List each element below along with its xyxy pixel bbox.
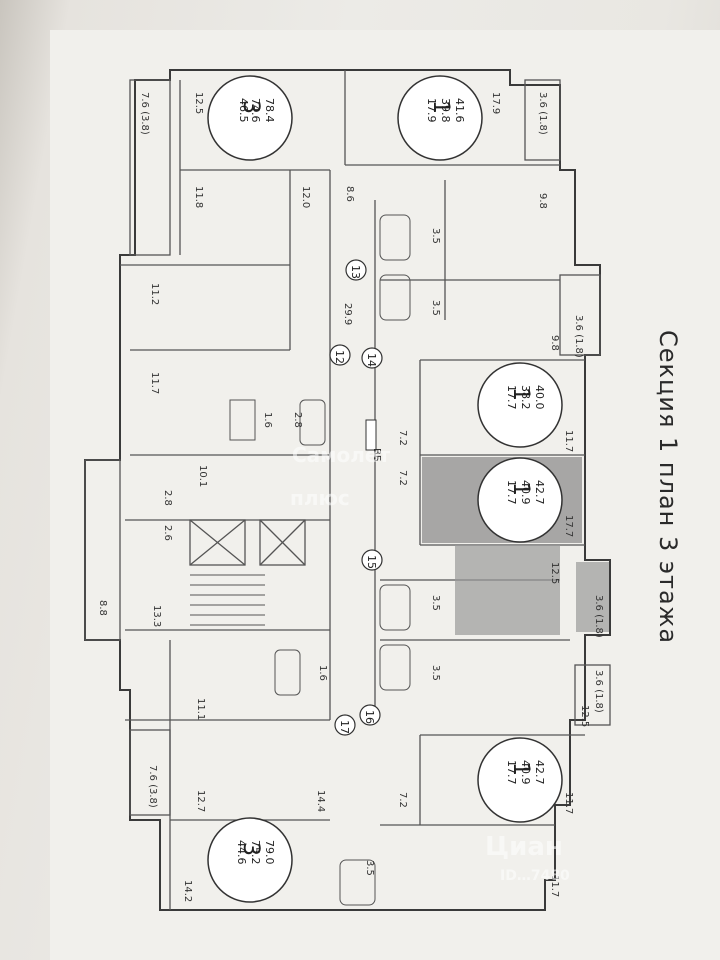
room-area: 3.5	[364, 860, 375, 876]
apartment-area-full: 40.0	[533, 385, 546, 410]
room-area: 11.7	[563, 792, 574, 814]
apartment-area-full: 41.6	[453, 98, 466, 123]
room-area: 13.3	[151, 605, 162, 627]
watermark-bottom: плюс	[290, 486, 350, 510]
room-area: 3.5	[430, 665, 441, 681]
apartment-rooms: 1	[508, 482, 533, 496]
highlighted-balcony	[576, 562, 609, 632]
apartment-area-full: 42.7	[533, 760, 546, 785]
room-area: 7.6 (3.8)	[139, 92, 150, 135]
room-area: 10.1	[197, 465, 208, 487]
apartment-rooms: 3	[238, 100, 263, 114]
door-number: 17	[338, 720, 351, 734]
room-area: 12.5	[579, 705, 590, 727]
apartment-area-full: 79.0	[263, 840, 276, 865]
apartment-area-full: 78.4	[263, 98, 276, 123]
apartment-total: 74.6	[249, 98, 262, 123]
apartment-living: 17.7	[505, 760, 518, 785]
room-area: 9.8	[537, 193, 548, 209]
room-area: 11.7	[549, 875, 560, 897]
room-area: 8.6	[344, 186, 355, 202]
inner-walls	[84, 70, 611, 910]
apartment-badge: 1 17.7 40.9 42.7	[477, 457, 563, 543]
room-area: 9.8	[549, 335, 560, 351]
apartment-living: 17.7	[505, 385, 518, 410]
bathroom-fixtures	[229, 214, 411, 906]
paper-sheet	[50, 30, 720, 960]
room-area: 11.8	[193, 186, 204, 208]
door-number: 15	[365, 555, 378, 569]
room-area: 11.7	[149, 372, 160, 394]
room-area: 7.2	[397, 470, 408, 486]
watermark-cian-id: ID…7480	[500, 868, 570, 884]
apartment-badge: 1 17.7 38.2 40.0	[477, 362, 563, 448]
room-area: 3.5	[430, 595, 441, 611]
highlighted-apartment-extension	[455, 545, 560, 635]
apartment-living: 17.7	[505, 480, 518, 505]
apartment-living: 46.5	[237, 98, 250, 123]
room-area: 3.6 (1.8)	[537, 92, 548, 135]
apartment-rooms: 1	[508, 762, 533, 776]
shaft-box	[365, 419, 377, 451]
apartment-badge: 3 46.5 74.6 78.4	[207, 75, 293, 161]
door-markers	[329, 259, 383, 736]
room-area: 3.6 (1.8)	[593, 595, 604, 638]
room-area: 3.6 (1.8)	[593, 670, 604, 713]
room-area: 2.6	[162, 525, 173, 541]
door-number: 16	[363, 710, 376, 724]
room-area: 11.2	[149, 283, 160, 305]
room-area: 14.4	[315, 790, 326, 812]
apartment-total: 38.2	[519, 385, 532, 410]
watermark-cian: Циан	[485, 832, 563, 862]
room-area: 17.9	[490, 92, 501, 114]
room-area: 8.8	[97, 600, 108, 616]
room-area: 11.7	[563, 430, 574, 452]
apartment-total: 39.8	[439, 98, 452, 123]
apartment-area-full: 42.7	[533, 480, 546, 505]
room-area: 7.2	[397, 792, 408, 808]
apartment-rooms: 1	[508, 387, 533, 401]
room-area: 17.7	[563, 515, 574, 537]
room-area: 12.7	[195, 790, 206, 812]
door-numbers: 13 12 14 15 16 17	[333, 265, 378, 734]
door-number: 14	[365, 353, 378, 367]
shaft-label: ВБ	[371, 448, 382, 462]
room-area-labels: 7.6 (3.8) 12.5 17.9 3.6 (1.8) 11.8 12.0 …	[97, 92, 604, 902]
apartment-total: 40.9	[519, 760, 532, 785]
room-area: 12.5	[193, 92, 204, 114]
plan-title: Секция 1 план 3 этажа	[654, 330, 682, 644]
room-area: 7.2	[397, 430, 408, 446]
apartment-living: 44.6	[235, 840, 248, 865]
room-area: 2.8	[292, 412, 303, 428]
room-area: 3.5	[430, 300, 441, 316]
room-area: 3.5	[430, 228, 441, 244]
apartment-total: 75.2	[249, 840, 262, 865]
apartment-living: 17.9	[425, 98, 438, 123]
room-area: 12.5	[549, 562, 560, 584]
room-area: 1.6	[262, 412, 273, 428]
door-number: 13	[349, 265, 362, 279]
room-area: 1.6	[317, 665, 328, 681]
room-area: 7.6 (3.8)	[147, 765, 158, 808]
apartment-badge: 3 44.6 75.2 79.0	[207, 817, 293, 903]
door-number: 12	[333, 350, 346, 364]
room-area: 3.6 (1.8)	[573, 315, 584, 358]
apartment-rooms: 3	[238, 842, 263, 856]
room-area: 11.1	[195, 698, 206, 720]
apartment-badge: 1 17.9 39.8 41.6	[397, 75, 483, 161]
room-area: 29.9	[342, 303, 353, 325]
room-area: 14.2	[182, 880, 193, 902]
staircase	[190, 574, 265, 626]
watermark-top: Самолет	[292, 443, 390, 467]
apartment-rooms: 1	[428, 100, 453, 114]
room-area: 2.8	[162, 490, 173, 506]
room-area: 12.0	[300, 186, 311, 208]
apartment-total: 40.9	[519, 480, 532, 505]
apartment-badges: 3 46.5 74.6 78.4 1 17.9 39.8 41.6 1 17.7…	[207, 75, 563, 903]
apartment-badge: 1 17.7 40.9 42.7	[477, 737, 563, 823]
